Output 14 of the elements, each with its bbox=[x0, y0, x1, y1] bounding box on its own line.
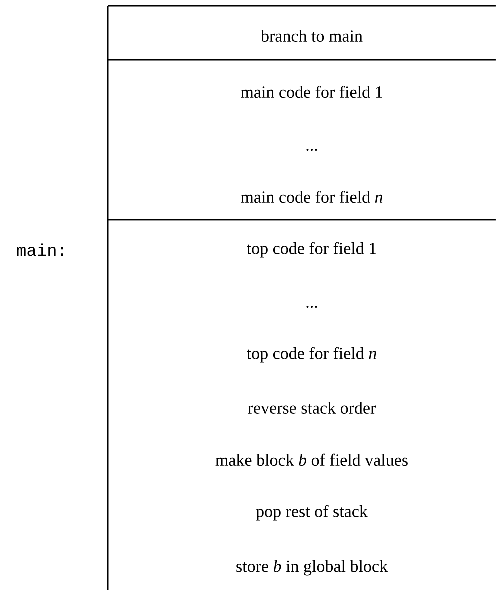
code-line: ... bbox=[306, 306, 318, 308]
code-line: pop rest of stack bbox=[256, 505, 368, 521]
memory-section bbox=[107, 60, 496, 221]
code-line: store b in global block bbox=[236, 560, 388, 576]
code-line: ... bbox=[306, 149, 318, 151]
code-line: make block b of field values bbox=[216, 454, 408, 466]
memory-section bbox=[107, 5, 496, 61]
code-line: reverse stack order bbox=[248, 402, 376, 414]
code-line: branch to main bbox=[261, 30, 363, 42]
code-line: top code for field 1 bbox=[247, 242, 376, 258]
code-line: top code for field n bbox=[247, 347, 376, 363]
code-line: main code for field 1 bbox=[241, 86, 382, 98]
code-line: main code for field n bbox=[241, 190, 383, 204]
address-label: main: bbox=[17, 244, 64, 256]
